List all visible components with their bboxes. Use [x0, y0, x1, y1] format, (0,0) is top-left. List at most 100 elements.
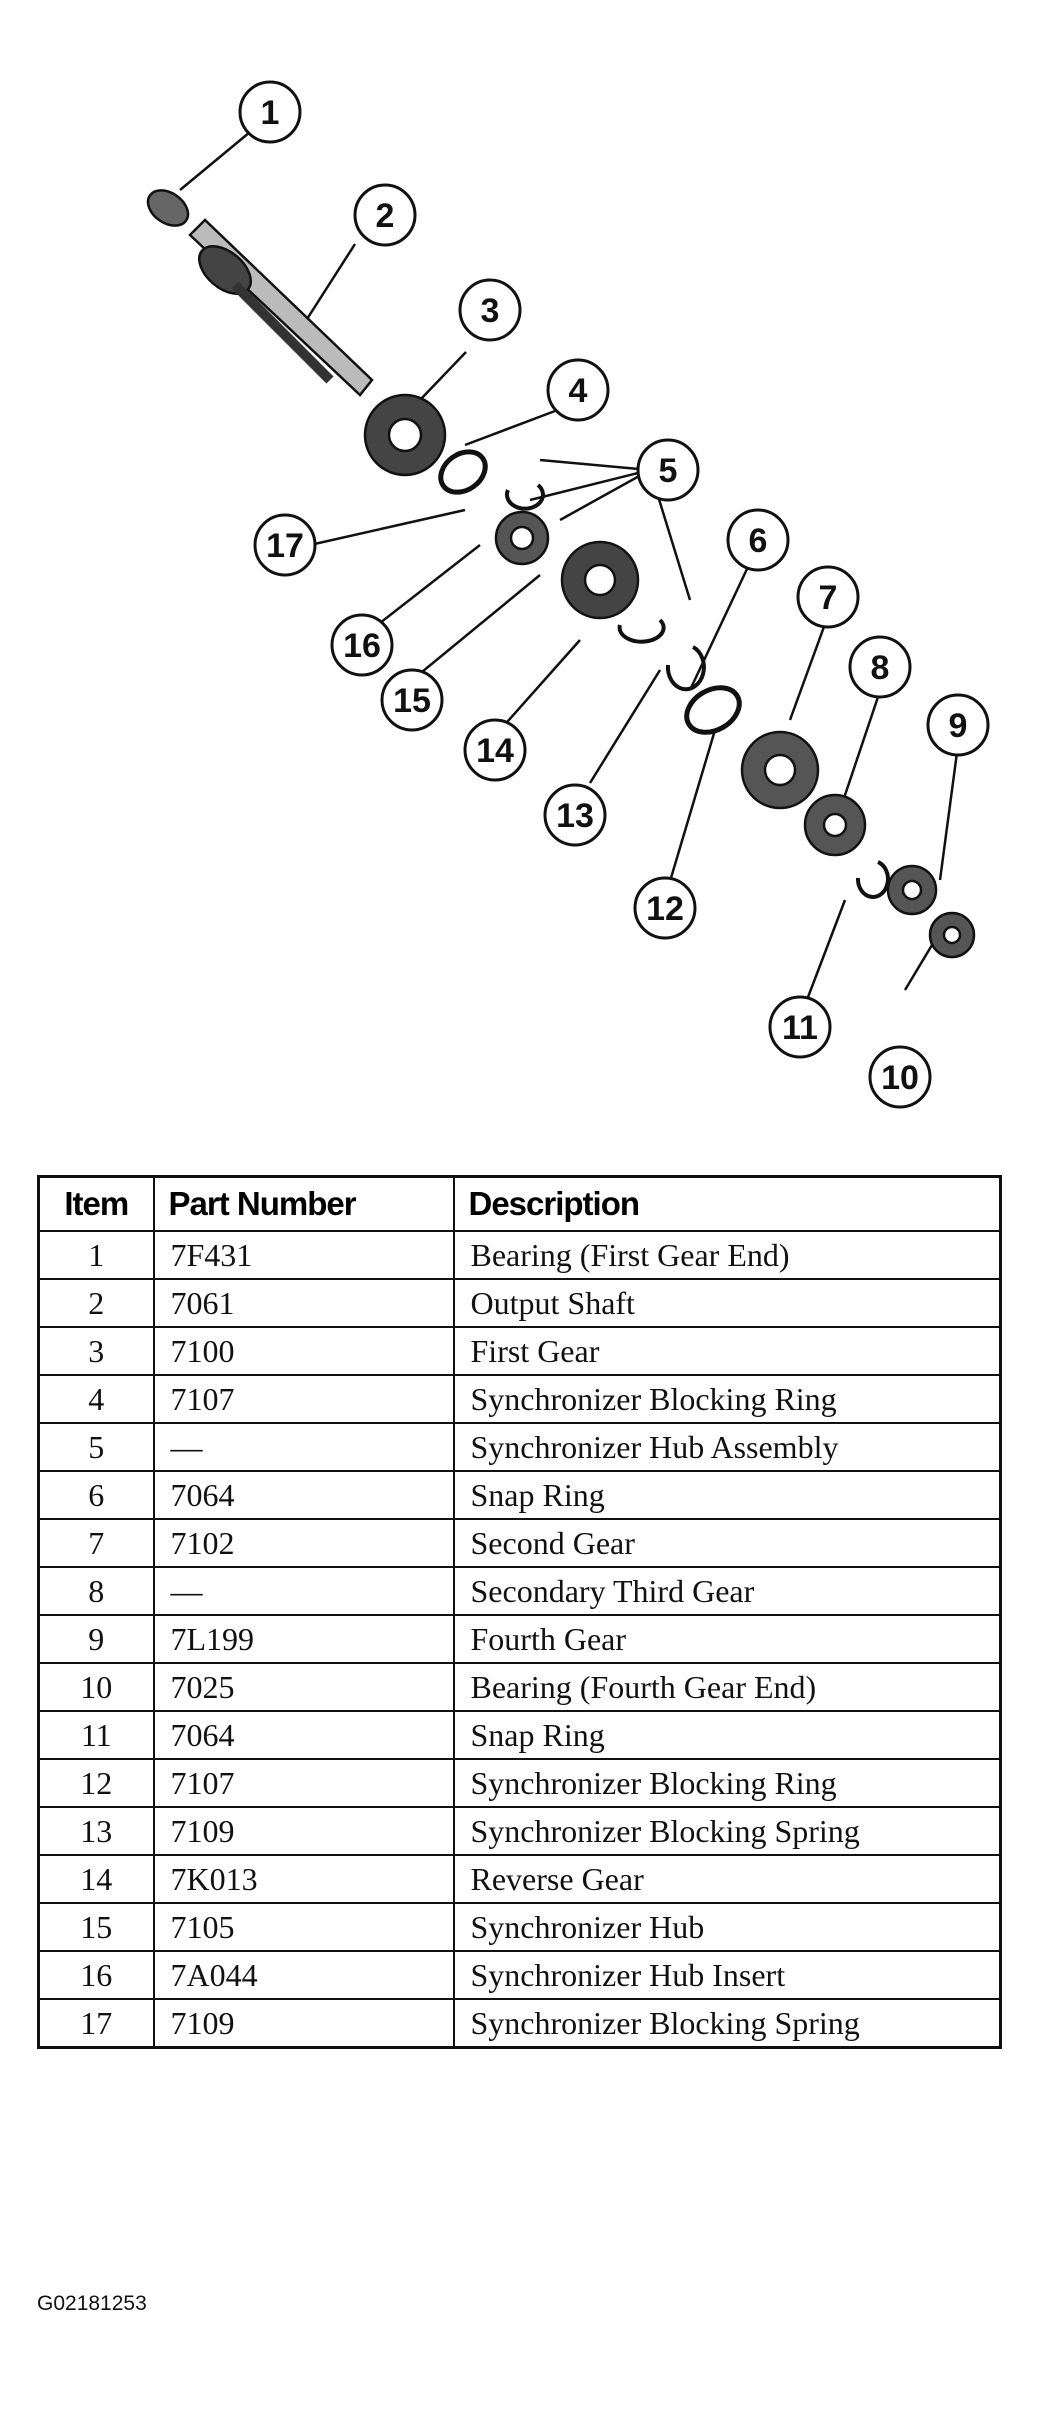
- callout-circle: [463, 718, 527, 782]
- table-row: 8—Secondary Third Gear: [37, 1566, 1002, 1616]
- part-number-cell: 7105: [152, 1902, 455, 1952]
- part-bearing-1: [146, 189, 190, 227]
- item-cell: 1: [37, 1230, 155, 1280]
- part-number-cell: 7K013: [152, 1854, 455, 1904]
- part-number-cell: —: [152, 1422, 455, 1472]
- part-output-shaft: [188, 218, 374, 397]
- callout-circle: [868, 1045, 932, 1109]
- description-cell: Secondary Third Gear: [452, 1566, 1002, 1616]
- callout-circle: [546, 358, 610, 422]
- callout-label: 3: [481, 292, 500, 330]
- header-description: Description: [452, 1175, 1002, 1232]
- part-number-cell: 7107: [152, 1758, 455, 1808]
- part-hub-assembly-5: [494, 483, 666, 644]
- description-cell: Synchronizer Blocking Ring: [452, 1758, 1002, 1808]
- callout-label: 8: [871, 649, 890, 687]
- part-fourth-gear: [886, 864, 938, 916]
- callout-label: 1: [261, 94, 280, 132]
- item-cell: 17: [37, 1998, 155, 2049]
- callout-circle: [458, 278, 522, 342]
- description-cell: Synchronizer Blocking Ring: [452, 1374, 1002, 1424]
- figure-code: G02181253: [37, 2292, 147, 2315]
- part-number-cell: 7A044: [152, 1950, 455, 2000]
- item-cell: 16: [37, 1950, 155, 2000]
- callout-circle: [796, 565, 860, 629]
- description-cell: Reverse Gear: [452, 1854, 1002, 1904]
- part-number-cell: 7061: [152, 1278, 455, 1328]
- description-cell: Synchronizer Blocking Spring: [452, 1998, 1002, 2049]
- callout-label: 2: [376, 197, 395, 235]
- part-number-cell: 7100: [152, 1326, 455, 1376]
- table-row: 5—Synchronizer Hub Assembly: [37, 1422, 1002, 1472]
- item-cell: 4: [37, 1374, 155, 1424]
- callout-label: 17: [266, 527, 304, 565]
- description-cell: Synchronizer Blocking Spring: [452, 1806, 1002, 1856]
- part-number-cell: 7109: [152, 1806, 455, 1856]
- callout-circle: [726, 508, 790, 572]
- part-bearing-10: [928, 911, 976, 959]
- callout-label: 9: [949, 707, 968, 745]
- table-header-row: Item Part Number Description: [37, 1175, 1002, 1232]
- part-number-cell: 7107: [152, 1374, 455, 1424]
- part-number-cell: 7109: [152, 1998, 455, 2049]
- callout-circle: [353, 183, 417, 247]
- description-cell: Snap Ring: [452, 1710, 1002, 1760]
- item-cell: 15: [37, 1902, 155, 1952]
- item-cell: 3: [37, 1326, 155, 1376]
- part-secondary-third-gear: [803, 793, 867, 857]
- callout-circle: [253, 513, 317, 577]
- item-cell: 6: [37, 1470, 155, 1520]
- part-number-cell: —: [152, 1566, 455, 1616]
- part-number-cell: 7064: [152, 1710, 455, 1760]
- callout-circle: [848, 635, 912, 699]
- description-cell: Bearing (First Gear End): [452, 1230, 1002, 1280]
- item-cell: 14: [37, 1854, 155, 1904]
- part-first-gear: [363, 393, 447, 477]
- header-part-number: Part Number: [152, 1175, 455, 1232]
- part-snap-ring-11: [855, 860, 890, 899]
- part-blocking-ring-4: [438, 449, 488, 495]
- callout-label: 10: [881, 1059, 919, 1097]
- description-cell: Synchronizer Hub Insert: [452, 1950, 1002, 2000]
- callout-label: 7: [819, 579, 838, 617]
- description-cell: Snap Ring: [452, 1470, 1002, 1520]
- description-cell: Synchronizer Hub: [452, 1902, 1002, 1952]
- part-number-cell: 7102: [152, 1518, 455, 1568]
- item-cell: 13: [37, 1806, 155, 1856]
- part-snap-ring-6: [665, 645, 706, 692]
- callout-circle: [768, 995, 832, 1059]
- item-cell: 8: [37, 1566, 155, 1616]
- part-number-cell: 7F431: [152, 1230, 455, 1280]
- description-cell: Synchronizer Hub Assembly: [452, 1422, 1002, 1472]
- part-blocking-ring-12: [684, 685, 742, 735]
- callout-circle: [330, 613, 394, 677]
- callout-label: 11: [782, 1009, 818, 1047]
- item-cell: 11: [37, 1710, 155, 1760]
- callout-label: 12: [646, 890, 684, 928]
- description-cell: Second Gear: [452, 1518, 1002, 1568]
- description-cell: Output Shaft: [452, 1278, 1002, 1328]
- item-cell: 9: [37, 1614, 155, 1664]
- callout-label: 13: [556, 797, 594, 835]
- part-number-cell: 7064: [152, 1470, 455, 1520]
- callout-label: 4: [569, 372, 588, 410]
- item-cell: 5: [37, 1422, 155, 1472]
- callout-circle: [633, 876, 697, 940]
- part-second-gear: [740, 730, 820, 810]
- header-item: Item: [37, 1175, 155, 1232]
